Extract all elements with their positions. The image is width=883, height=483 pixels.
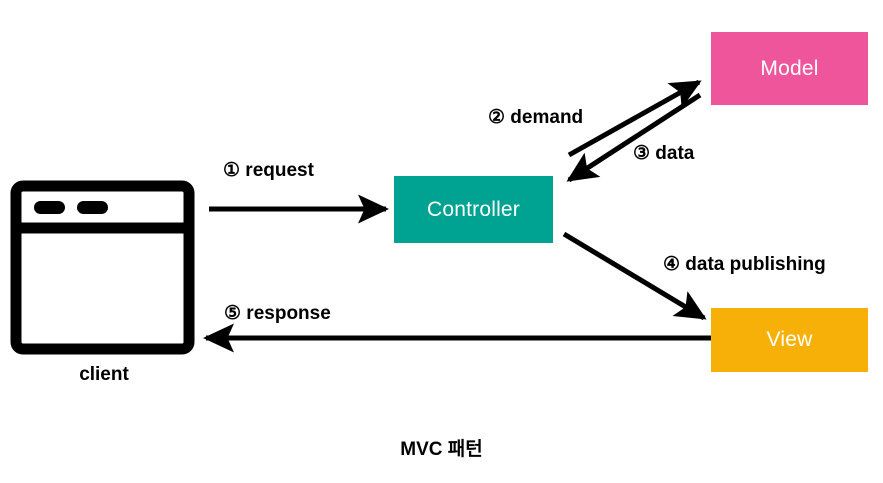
arrow-data-publishing	[562, 231, 707, 321]
node-model[interactable]: Model	[711, 32, 868, 105]
node-controller[interactable]: Controller	[394, 176, 553, 243]
client-label: client	[79, 364, 129, 385]
edge-label-request: ① request	[223, 160, 314, 181]
edge-label-response: ⑤ response	[224, 303, 331, 324]
arrow-demand	[567, 79, 702, 158]
edge-label-demand: ② demand	[488, 107, 584, 128]
edge-label-data-publishing: ④ data publishing	[663, 254, 826, 275]
edge-label-data: ③ data	[633, 143, 695, 164]
arrow-data	[566, 92, 702, 183]
node-model-label: Model	[760, 56, 819, 80]
node-controller-label: Controller	[426, 197, 521, 221]
node-view-label: View	[766, 328, 813, 351]
node-view[interactable]: View	[711, 308, 868, 372]
browser-window-icon	[10, 180, 195, 355]
diagram-caption: MVC 패턴	[400, 439, 483, 460]
